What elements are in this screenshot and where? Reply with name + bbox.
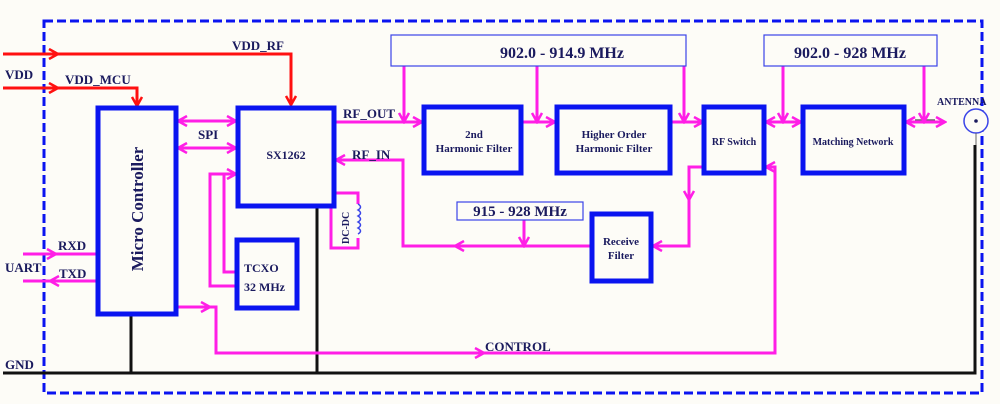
full-band-label: 902.0 - 928 MHz xyxy=(794,45,906,62)
dcdc-label: DC-DC xyxy=(341,212,352,244)
rx-band-box: 915 - 928 MHz xyxy=(456,201,584,221)
control-line xyxy=(178,167,777,353)
tcxo-label: TCXO xyxy=(244,261,279,275)
receive-filter-label-1: Receive xyxy=(603,236,639,248)
module-boundary xyxy=(42,19,984,395)
rx-band-label: 915 - 928 MHz xyxy=(473,204,567,220)
matching-network-block[interactable]: Matching Network xyxy=(800,104,907,176)
vdd-mcu-label: VDD_MCU xyxy=(65,72,131,87)
rxd-label: RXD xyxy=(58,238,86,253)
rf-out-label: RF_OUT xyxy=(343,106,395,121)
harmonic-filter-label-1: 2nd xyxy=(465,129,483,141)
sx1262-block[interactable]: SX1262 xyxy=(235,105,337,209)
rf-switch-block[interactable]: RF Switch xyxy=(701,104,767,176)
higher-order-label-2: Harmonic Filter xyxy=(576,143,653,155)
uart-lines xyxy=(23,254,96,281)
rx-path xyxy=(336,160,703,246)
mcu-block[interactable]: Micro Controller xyxy=(95,105,179,317)
higher-order-label-1: Higher Order xyxy=(582,129,647,141)
spi-bus xyxy=(178,121,236,148)
power-lines xyxy=(3,54,291,106)
full-band-box: 902.0 - 928 MHz xyxy=(763,34,938,67)
harmonic-filter-block[interactable]: 2nd Harmonic Filter xyxy=(421,104,524,176)
higher-order-filter-block[interactable]: Higher Order Harmonic Filter xyxy=(554,104,673,176)
gnd-label: GND xyxy=(5,357,34,372)
vdd-label: VDD xyxy=(5,67,33,82)
antenna-symbol xyxy=(963,108,989,145)
rf-switch-label: RF Switch xyxy=(712,137,757,148)
tx-band-label: 902.0 - 914.9 MHz xyxy=(500,45,624,62)
receive-filter-label-2: Filter xyxy=(608,250,634,262)
receive-filter-block[interactable]: Receive Filter xyxy=(589,211,654,284)
txd-label: TXD xyxy=(59,266,86,281)
control-label: CONTROL xyxy=(485,339,551,354)
uart-label: UART xyxy=(5,260,42,275)
antenna-label: ANTENNA xyxy=(937,97,987,108)
tcxo-freq-label: 32 MHz xyxy=(244,280,286,294)
dcdc-inductor xyxy=(329,191,362,250)
rf-in-label: RF_IN xyxy=(352,147,391,162)
tx-band-box: 902.0 - 914.9 MHz xyxy=(390,34,687,67)
spi-label: SPI xyxy=(198,127,218,142)
tcxo-block[interactable]: TCXO 32 MHz xyxy=(234,237,300,311)
tx-path xyxy=(336,66,945,122)
vdd-rf-label: VDD_RF xyxy=(232,38,284,53)
tcxo-lines xyxy=(208,174,236,288)
harmonic-filter-label-2: Harmonic Filter xyxy=(436,143,513,155)
mcu-label: Micro Controller xyxy=(128,146,147,271)
sx1262-label: SX1262 xyxy=(266,148,305,162)
matching-network-label: Matching Network xyxy=(813,137,894,148)
